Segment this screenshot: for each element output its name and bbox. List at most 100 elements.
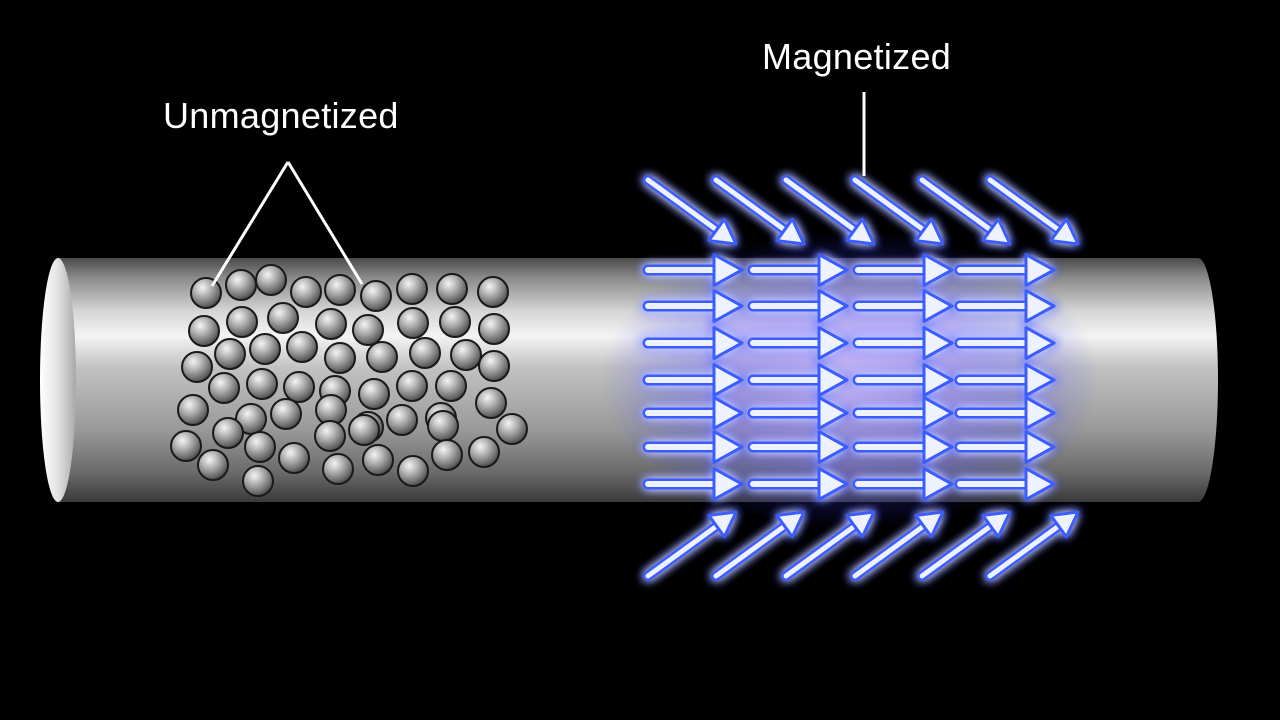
domain-sphere bbox=[226, 306, 258, 338]
magnetic-arrow bbox=[954, 363, 1056, 397]
unmagnetized-pointer-right bbox=[286, 161, 364, 285]
domain-sphere bbox=[496, 413, 528, 445]
magnetic-arrow bbox=[747, 289, 849, 323]
unmagnetized-label: Unmagnetized bbox=[163, 95, 399, 136]
magnetic-arrow bbox=[852, 430, 954, 464]
magnetized-label: Magnetized bbox=[762, 36, 952, 77]
magnetic-arrow bbox=[852, 253, 954, 287]
domain-sphere bbox=[366, 341, 398, 373]
rod-end-left bbox=[40, 258, 76, 502]
magnetic-arrow bbox=[747, 326, 849, 360]
domain-sphere bbox=[177, 394, 209, 426]
domain-sphere bbox=[244, 431, 276, 463]
magnetic-arrow bbox=[642, 253, 744, 287]
domain-sphere bbox=[170, 430, 202, 462]
domain-sphere bbox=[181, 351, 213, 383]
domain-sphere bbox=[286, 331, 318, 363]
magnetic-arrow bbox=[747, 396, 849, 430]
magnetic-arrow bbox=[954, 253, 1056, 287]
magnetic-arrow bbox=[642, 289, 744, 323]
domain-sphere bbox=[477, 276, 509, 308]
domain-sphere bbox=[478, 350, 510, 382]
domain-sphere bbox=[475, 387, 507, 419]
domain-sphere bbox=[314, 420, 346, 452]
domain-sphere bbox=[324, 342, 356, 374]
domain-sphere bbox=[197, 449, 229, 481]
magnetic-arrow bbox=[642, 326, 744, 360]
domain-sphere bbox=[270, 398, 302, 430]
magnetic-arrow bbox=[642, 430, 744, 464]
domain-sphere bbox=[435, 370, 467, 402]
magnetic-arrow bbox=[643, 510, 738, 581]
domain-sphere bbox=[396, 370, 428, 402]
magnetic-arrow bbox=[711, 175, 806, 246]
magnetic-arrow bbox=[852, 289, 954, 323]
domain-sphere bbox=[190, 277, 222, 309]
domain-sphere bbox=[436, 273, 468, 305]
magnetic-arrow bbox=[642, 396, 744, 430]
magnetic-arrow bbox=[917, 510, 1012, 581]
domain-sphere bbox=[386, 404, 418, 436]
unmagnetized-pointer-left bbox=[210, 161, 290, 287]
domain-sphere bbox=[188, 315, 220, 347]
domain-sphere bbox=[360, 280, 392, 312]
magnetic-arrow bbox=[642, 363, 744, 397]
magnetic-arrow bbox=[985, 510, 1080, 581]
magnetic-arrow bbox=[852, 326, 954, 360]
domain-sphere bbox=[249, 333, 281, 365]
domain-sphere bbox=[409, 337, 441, 369]
domain-sphere bbox=[315, 308, 347, 340]
magnetic-arrow bbox=[954, 326, 1056, 360]
domain-sphere bbox=[283, 371, 315, 403]
domain-sphere bbox=[324, 274, 356, 306]
magnetic-arrow bbox=[852, 467, 954, 501]
domain-sphere bbox=[267, 302, 299, 334]
unmagnetized-domains bbox=[170, 264, 528, 497]
domain-sphere bbox=[225, 269, 257, 301]
domain-sphere bbox=[450, 339, 482, 371]
domain-sphere bbox=[468, 436, 500, 468]
rod-end-right bbox=[1178, 258, 1218, 502]
domain-sphere bbox=[397, 455, 429, 487]
domain-sphere bbox=[278, 442, 310, 474]
magnetic-arrow bbox=[850, 510, 945, 581]
domain-sphere bbox=[397, 307, 429, 339]
domain-sphere bbox=[396, 273, 428, 305]
magnetic-arrow bbox=[985, 175, 1080, 246]
domain-sphere bbox=[348, 414, 380, 446]
magnetic-arrow bbox=[781, 175, 876, 246]
domain-sphere bbox=[362, 444, 394, 476]
magnetic-arrow bbox=[747, 467, 849, 501]
magnetic-arrow bbox=[852, 396, 954, 430]
domain-sphere bbox=[214, 338, 246, 370]
domain-sphere bbox=[255, 264, 287, 296]
magnetic-arrow bbox=[954, 467, 1056, 501]
magnetic-arrow bbox=[852, 363, 954, 397]
domain-sphere bbox=[427, 410, 459, 442]
domain-sphere bbox=[478, 313, 510, 345]
domain-sphere bbox=[322, 453, 354, 485]
domain-sphere bbox=[439, 306, 471, 338]
magnetized-domains bbox=[642, 175, 1080, 581]
domain-sphere bbox=[212, 417, 244, 449]
magnetic-arrow bbox=[747, 253, 849, 287]
magnetic-arrow bbox=[747, 430, 849, 464]
magnetic-arrow bbox=[954, 289, 1056, 323]
magnetic-arrow bbox=[954, 430, 1056, 464]
magnetic-arrow bbox=[954, 396, 1056, 430]
magnetic-arrow bbox=[917, 175, 1012, 246]
domain-sphere bbox=[290, 276, 322, 308]
domain-sphere bbox=[242, 465, 274, 497]
magnetic-arrow bbox=[850, 175, 945, 246]
label-pointers bbox=[210, 92, 866, 287]
magnetic-arrow bbox=[642, 467, 744, 501]
magnetic-arrow bbox=[747, 363, 849, 397]
domain-sphere bbox=[246, 368, 278, 400]
magnetic-arrow bbox=[781, 510, 876, 581]
domain-sphere bbox=[352, 314, 384, 346]
magnetic-arrow bbox=[643, 175, 738, 246]
magnetic-arrow bbox=[711, 510, 806, 581]
domain-sphere bbox=[208, 372, 240, 404]
